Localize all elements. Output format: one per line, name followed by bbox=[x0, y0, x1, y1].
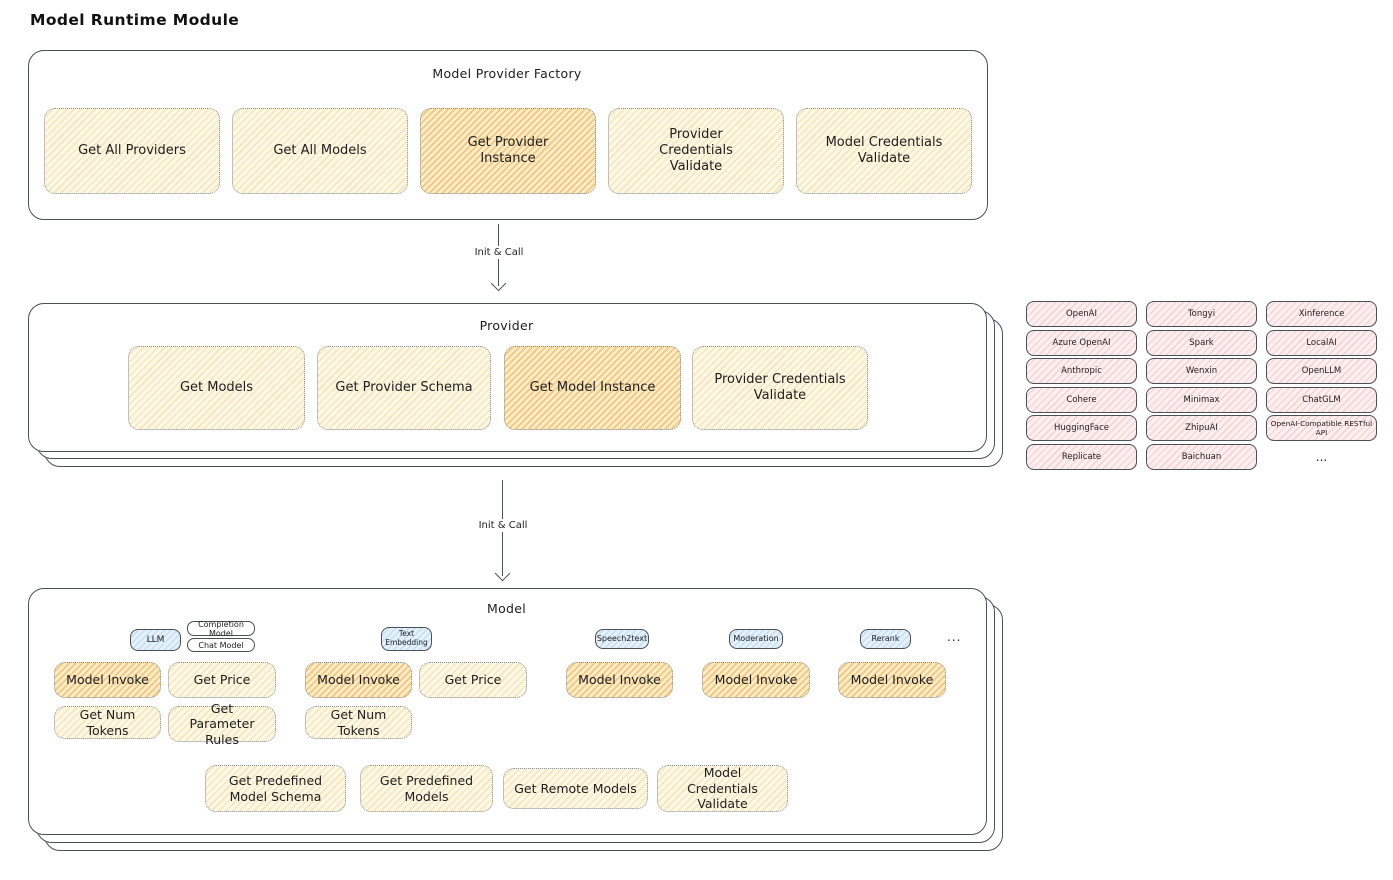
provider-pill-zhipuai: ZhipuAI bbox=[1146, 415, 1257, 441]
node-get-model-instance: Get Model Instance bbox=[504, 346, 681, 430]
node-label: Get Models bbox=[179, 379, 254, 395]
tag-rerank: Rerank bbox=[860, 629, 911, 649]
node-label: Get Model Instance bbox=[529, 379, 656, 395]
tag-chat-model: Chat Model bbox=[187, 638, 255, 652]
tag-completion-model: Completion Model bbox=[187, 620, 255, 638]
provider-pill-spark: Spark bbox=[1146, 329, 1257, 356]
node-get-all-providers: Get All Providers bbox=[44, 108, 220, 194]
node-label: Provider Credentials Validate bbox=[714, 371, 846, 403]
page-title: Model Runtime Module bbox=[30, 11, 240, 29]
node-get-price-embedding: Get Price bbox=[419, 662, 527, 698]
provider-pill-minimax: Minimax bbox=[1146, 386, 1257, 413]
provider-pill-openllm: OpenLLM bbox=[1266, 358, 1377, 384]
provider-pill-azure-openai: Azure OpenAI bbox=[1026, 329, 1137, 356]
arrow-head-icon bbox=[490, 275, 507, 292]
factory-title: Model Provider Factory bbox=[432, 66, 582, 81]
node-label: Model Credentials Validate bbox=[687, 765, 758, 812]
tag-speech2text: Speech2text bbox=[595, 629, 649, 649]
node-label: Get Predefined Model Schema bbox=[228, 772, 323, 804]
node-model-invoke-embedding: Model Invoke bbox=[305, 662, 412, 698]
node-label: Get Provider Instance bbox=[467, 134, 549, 166]
node-label: Get Predefined Models bbox=[379, 772, 474, 804]
node-get-parameter-rules: Get Parameter Rules bbox=[168, 701, 276, 747]
node-get-all-models: Get All Models bbox=[232, 108, 408, 194]
node-label: Get Remote Models bbox=[514, 780, 637, 796]
node-get-num-tokens-embedding: Get Num Tokens bbox=[305, 706, 412, 739]
provider-pill-openai: OpenAI bbox=[1026, 301, 1137, 327]
node-get-provider-schema: Get Provider Schema bbox=[317, 346, 491, 430]
provider-title: Provider bbox=[479, 318, 534, 333]
node-get-predefined-models: Get Predefined Models bbox=[360, 765, 493, 812]
provider-pill-tongyi: Tongyi bbox=[1146, 301, 1257, 327]
node-label: Get Parameter Rules bbox=[189, 700, 255, 747]
tags-more-ellipsis: ... bbox=[947, 630, 962, 644]
model-title: Model bbox=[486, 601, 527, 616]
provider-pill-baichuan: Baichuan bbox=[1146, 443, 1257, 470]
node-label: Get Provider Schema bbox=[335, 379, 473, 395]
node-model-invoke-speech2text: Model Invoke bbox=[566, 662, 673, 698]
node-model-invoke-llm: Model Invoke bbox=[54, 662, 161, 698]
node-label: Model Invoke bbox=[66, 672, 149, 688]
node-label: Get Price bbox=[193, 672, 251, 688]
node-get-models: Get Models bbox=[128, 346, 305, 430]
provider-name-grid: OpenAI Tongyi Xinference Azure OpenAI Sp… bbox=[1026, 301, 1377, 470]
node-provider-credentials-validate-2: Provider Credentials Validate bbox=[692, 346, 868, 430]
node-label: Get Price bbox=[444, 672, 502, 688]
tag-llm: LLM bbox=[130, 629, 181, 651]
node-label: Get Num Tokens bbox=[79, 706, 136, 738]
provider-pill-wenxin: Wenxin bbox=[1146, 358, 1257, 384]
node-model-credentials-validate-2: Model Credentials Validate bbox=[657, 765, 788, 812]
provider-pill-anthropic: Anthropic bbox=[1026, 358, 1137, 384]
node-label: Model Invoke bbox=[578, 672, 661, 688]
provider-pill-more: ... bbox=[1315, 449, 1328, 464]
arrow-head-icon bbox=[494, 565, 511, 582]
provider-pill-xinference: Xinference bbox=[1266, 301, 1377, 327]
node-get-price-llm: Get Price bbox=[168, 662, 276, 698]
node-label: Provider Credentials Validate bbox=[659, 126, 733, 175]
node-label: Get All Models bbox=[273, 142, 367, 158]
node-label: Model Invoke bbox=[317, 672, 400, 688]
node-get-provider-instance: Get Provider Instance bbox=[420, 108, 596, 194]
provider-pill-cohere: Cohere bbox=[1026, 386, 1137, 413]
node-model-credentials-validate: Model Credentials Validate bbox=[796, 108, 972, 194]
provider-pill-huggingface: HuggingFace bbox=[1026, 415, 1137, 441]
node-label: Model Credentials Validate bbox=[825, 134, 943, 166]
provider-pill-replicate: Replicate bbox=[1026, 443, 1137, 470]
node-get-predefined-model-schema: Get Predefined Model Schema bbox=[205, 765, 346, 812]
node-label: Model Invoke bbox=[850, 672, 934, 688]
arrow-label-init-call-2: Init & Call bbox=[474, 519, 532, 532]
node-get-remote-models: Get Remote Models bbox=[503, 768, 648, 809]
node-label: Model Invoke bbox=[714, 672, 798, 688]
node-label: Get Num Tokens bbox=[330, 706, 387, 738]
tag-text-embedding: Text Embedding bbox=[381, 627, 432, 651]
tag-moderation: Moderation bbox=[729, 629, 783, 649]
node-provider-credentials-validate: Provider Credentials Validate bbox=[608, 108, 784, 194]
provider-pill-localai: LocalAI bbox=[1266, 329, 1377, 356]
provider-pill-openai-compatible: OpenAI-Compatible RESTful API bbox=[1266, 415, 1377, 441]
node-model-invoke-moderation: Model Invoke bbox=[702, 662, 810, 698]
node-label: Get All Providers bbox=[78, 142, 186, 158]
provider-pill-chatglm: ChatGLM bbox=[1266, 386, 1377, 413]
node-get-num-tokens-llm: Get Num Tokens bbox=[54, 706, 161, 739]
arrow-label-init-call-1: Init & Call bbox=[470, 246, 528, 259]
node-model-invoke-rerank: Model Invoke bbox=[838, 662, 946, 698]
